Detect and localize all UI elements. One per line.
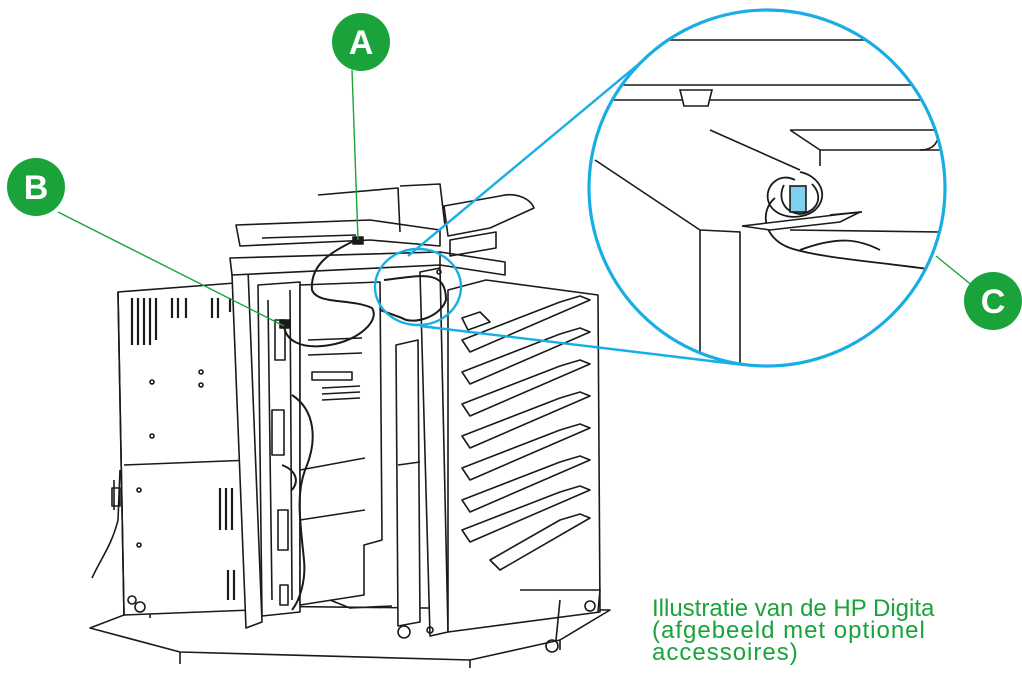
caption-line-3: accessoires) — [652, 639, 799, 666]
callout-c: C — [964, 272, 1022, 330]
callout-b: B — [7, 158, 65, 216]
output-tray-top — [443, 193, 535, 237]
callout-c-label: C — [981, 283, 1006, 321]
rear-cable — [91, 469, 121, 579]
leader-a — [351, 69, 359, 241]
caption-line-1: Illustratie van de HP Digita — [652, 598, 935, 622]
callout-a: A — [332, 13, 390, 71]
magnifier-leader-top — [407, 57, 647, 257]
mailbox-trays — [447, 279, 601, 633]
internal-board — [257, 281, 301, 617]
magnifier-circle — [587, 8, 947, 368]
network-cable — [283, 239, 375, 348]
callout-b-label: B — [24, 169, 49, 207]
leader-b — [57, 211, 285, 327]
callout-a-label: A — [349, 24, 374, 62]
printer-illustration — [89, 183, 611, 668]
top-finisher — [235, 219, 441, 247]
magnifier-source-ring — [373, 247, 463, 327]
center-column — [395, 339, 421, 627]
magnifier-leader-bottom — [419, 324, 745, 367]
mid-unit — [299, 281, 383, 606]
frame-top — [229, 251, 506, 276]
figure-caption: Illustratie van de HP Digita (afgebeeld … — [652, 598, 1022, 676]
caption-line-2: (afgebeeld met optionel — [652, 617, 926, 644]
